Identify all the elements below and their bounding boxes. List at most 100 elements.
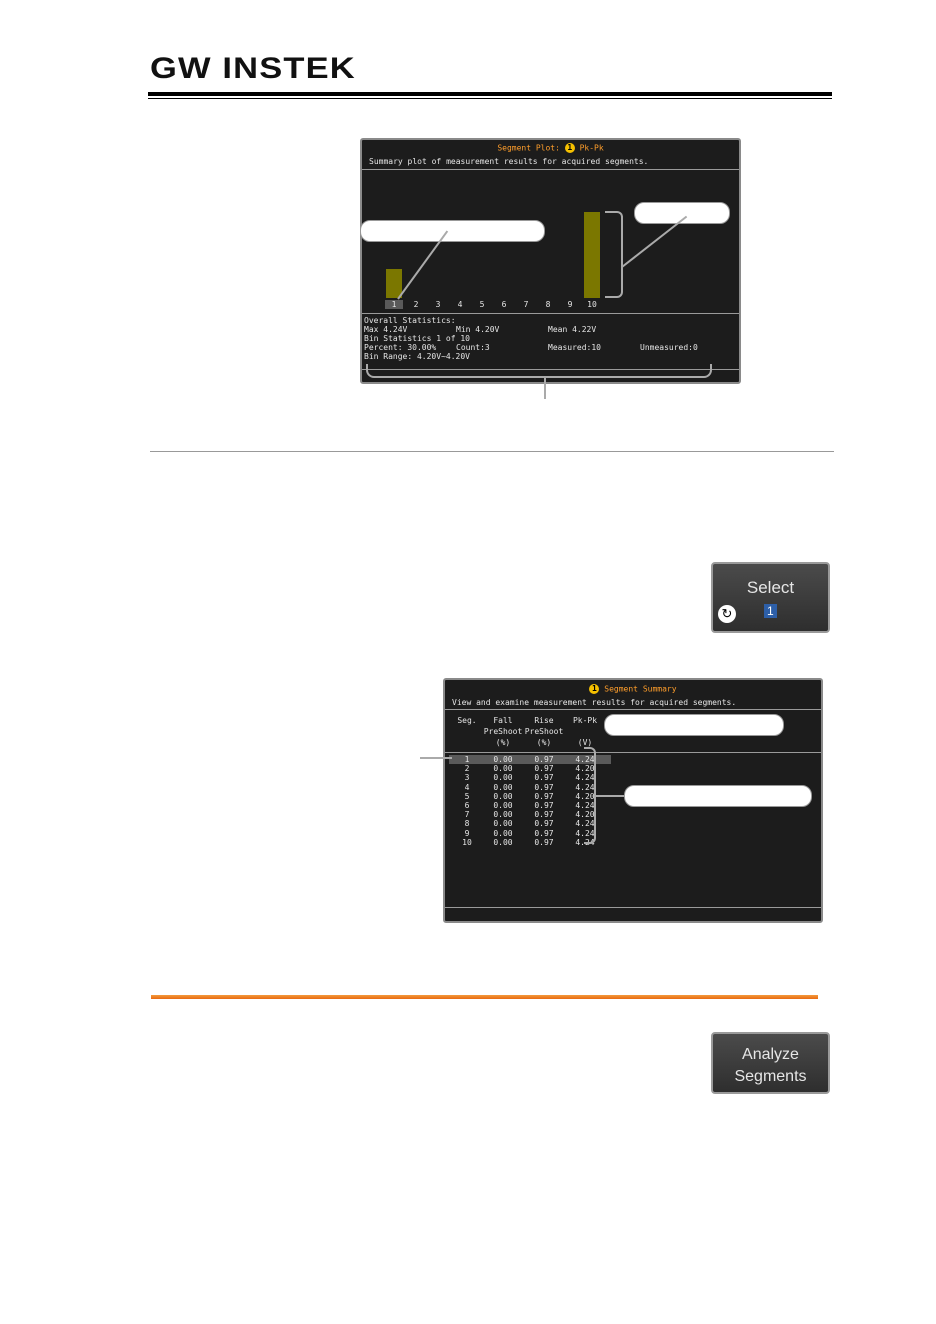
pkpk-cell: 4.24 bbox=[575, 782, 595, 792]
pkpk-cell: 4.20 bbox=[575, 810, 595, 820]
col-header: Rise bbox=[534, 716, 554, 726]
bin-label: 3 bbox=[435, 300, 441, 309]
rise-cell: 0.97 bbox=[534, 810, 554, 820]
analyze-segments-softkey[interactable]: Analyze Segments bbox=[711, 1032, 830, 1094]
stat-min: Min 4.20V bbox=[456, 325, 500, 334]
plot-divider-top bbox=[362, 169, 739, 170]
pkpk-cell: 4.24 bbox=[575, 801, 595, 811]
segment-summary-description: View and examine measurement results for… bbox=[452, 698, 737, 707]
header-rule bbox=[148, 92, 832, 96]
select-softkey[interactable]: Select ↻ 1 bbox=[711, 562, 830, 633]
plot-divider-footer bbox=[362, 369, 739, 370]
header-callout bbox=[604, 714, 784, 736]
seg-cell: 3 bbox=[464, 773, 470, 783]
segment-plot-description: Summary plot of measurement results for … bbox=[369, 157, 649, 166]
overall-statistics-label: Overall Statistics: bbox=[364, 316, 456, 325]
channel-1-icon: 1 bbox=[589, 684, 600, 694]
col-header: Pk-Pk bbox=[572, 716, 598, 726]
pkpk-cell: 4.24 bbox=[575, 773, 595, 783]
pkpk-cell: 4.24 bbox=[575, 755, 595, 765]
fall-cell: 0.00 bbox=[493, 791, 513, 801]
stat-measured: Measured:10 bbox=[548, 343, 601, 352]
bin-label: 5 bbox=[479, 300, 485, 309]
col-header: Seg. bbox=[457, 716, 477, 726]
bin-label: 9 bbox=[567, 300, 573, 309]
bar-bracket bbox=[605, 211, 623, 298]
histogram-bar bbox=[386, 269, 402, 298]
col-header: (V) bbox=[577, 738, 593, 748]
bin-statistics: Bin Statistics 1 of 10 bbox=[364, 334, 470, 343]
rise-cell: 0.97 bbox=[534, 837, 554, 847]
values-callout bbox=[624, 785, 812, 807]
col-header bbox=[451, 725, 483, 738]
seg-cell: 5 bbox=[464, 791, 470, 801]
summary-divider-footer bbox=[445, 907, 821, 908]
header-rule-thin bbox=[148, 98, 832, 99]
col-header: PreShoot bbox=[524, 727, 564, 737]
summary-divider-top bbox=[445, 709, 821, 710]
bin-label: 8 bbox=[545, 300, 551, 309]
variable-knob-icon: ↻ bbox=[718, 605, 736, 623]
fall-cell: 0.00 bbox=[493, 837, 513, 847]
seg-cell: 2 bbox=[464, 764, 470, 774]
gw-instek-logo: GW INSTEK bbox=[150, 52, 356, 85]
bin-range: Bin Range: 4.20V~4.20V bbox=[364, 352, 470, 361]
bin-label: 10 bbox=[587, 300, 597, 309]
fall-cell: 0.00 bbox=[493, 801, 513, 811]
seg-cell: 9 bbox=[464, 828, 470, 838]
plot-divider-bottom bbox=[362, 313, 739, 314]
bin-label: 7 bbox=[523, 300, 529, 309]
segment-plot-title: Segment Plot: bbox=[497, 143, 560, 153]
stat-unmeasured: Unmeasured:0 bbox=[640, 343, 698, 352]
segment-plot-screen: Segment Plot: 1 Pk-Pk Summary plot of me… bbox=[360, 138, 741, 384]
stat-mean: Mean 4.22V bbox=[548, 325, 597, 334]
col-header bbox=[565, 725, 605, 738]
fall-cell: 0.00 bbox=[493, 782, 513, 792]
fall-cell: 0.00 bbox=[493, 755, 513, 765]
stat-count: Count:3 bbox=[456, 343, 490, 352]
seg-cell: 6 bbox=[464, 801, 470, 811]
col-header bbox=[451, 738, 483, 747]
analyze-label: Analyze bbox=[742, 1046, 799, 1063]
pkpk-cell: 4.24 bbox=[575, 819, 595, 829]
values-bracket-leader bbox=[596, 795, 624, 797]
fall-cell: 0.00 bbox=[493, 819, 513, 829]
col-header: (%) bbox=[495, 738, 511, 748]
rise-cell: 0.97 bbox=[534, 801, 554, 811]
bin-label: 6 bbox=[501, 300, 507, 309]
stats-bracket-leader bbox=[544, 377, 546, 399]
section-separator bbox=[150, 451, 834, 452]
bar-callout bbox=[634, 202, 730, 224]
segment-plot-measurement: Pk-Pk bbox=[579, 143, 604, 153]
bin-label: 1 bbox=[385, 300, 403, 309]
rise-cell: 0.97 bbox=[534, 819, 554, 829]
bin-callout bbox=[360, 220, 545, 242]
fall-cell: 0.00 bbox=[493, 828, 513, 838]
summary-header: Seg. Fall Rise Pk-Pk PreShoot PreShoot (… bbox=[451, 716, 605, 747]
bin-label: 4 bbox=[457, 300, 463, 309]
segment-summary-title-row: 1 Segment Summary bbox=[445, 684, 821, 694]
seg-cell: 10 bbox=[462, 837, 472, 847]
row-callout-leader bbox=[420, 757, 452, 759]
stat-max: Max 4.24V bbox=[364, 325, 408, 334]
segment-summary-title: Segment Summary bbox=[604, 684, 677, 694]
rise-cell: 0.97 bbox=[534, 791, 554, 801]
table-row[interactable]: 6 0.00 0.97 4.24 bbox=[451, 801, 605, 810]
segments-label: Segments bbox=[734, 1068, 807, 1085]
fall-cell: 0.00 bbox=[493, 810, 513, 820]
selected-row-highlight bbox=[449, 755, 611, 764]
rise-cell: 0.97 bbox=[534, 828, 554, 838]
rise-cell: 0.97 bbox=[534, 755, 554, 765]
segment-plot-title-row: Segment Plot: 1 Pk-Pk bbox=[362, 143, 739, 153]
fall-cell: 0.00 bbox=[493, 773, 513, 783]
